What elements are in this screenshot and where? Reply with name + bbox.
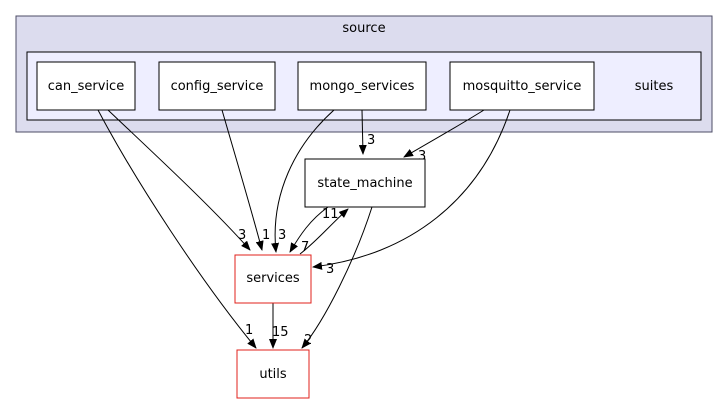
edge-services-state_machine [299, 208, 349, 255]
edge-can_service-services [107, 109, 251, 251]
cluster-source-label: source [342, 21, 385, 36]
edge-label-services-utils[interactable]: 15 [272, 325, 289, 340]
edge-state_machine-utils [301, 206, 373, 349]
node-config_service-box [158, 61, 276, 111]
node-services-box [234, 254, 312, 304]
node-can_service[interactable]: can_service [36, 61, 136, 111]
node-config_service[interactable]: config_service [158, 61, 276, 111]
edge-mongo_services-state_machine [358, 109, 367, 155]
node-mongo_services[interactable]: mongo_services [297, 61, 427, 111]
node-mosquitto_service-label: mosquitto_service [463, 79, 582, 94]
edge-label-services-state_machine[interactable]: 11 [322, 207, 339, 222]
node-services-label: services [246, 271, 300, 286]
edge-label-config_service-services[interactable]: 1 [262, 228, 270, 243]
edge-label-state_machine-services[interactable]: 7 [301, 240, 309, 255]
edge-mosquitto_service-services [312, 109, 511, 270]
edge-label-can_service-services[interactable]: 3 [238, 228, 246, 243]
edge-label-mosquitto_service-services[interactable]: 3 [326, 262, 334, 277]
node-mongo_services-box [297, 61, 427, 111]
node-services[interactable]: services [234, 254, 312, 304]
edge-label-mongo_services-state_machine[interactable]: 3 [367, 133, 375, 148]
edge-label-mongo_services-services[interactable]: 3 [278, 228, 286, 243]
node-state_machine-label: state_machine [317, 176, 412, 191]
edge-state_machine-services [289, 206, 329, 253]
node-can_service-label: can_service [48, 79, 124, 94]
edge-can_service-utils [97, 109, 257, 349]
cluster-suites-label: suites [635, 79, 674, 94]
edge-label-mosquitto_service-state_machine[interactable]: 3 [418, 149, 426, 164]
edges [97, 109, 511, 349]
node-state_machine[interactable]: state_machine [304, 158, 426, 208]
node-mosquitto_service[interactable]: mosquitto_service [449, 61, 595, 111]
edge-mongo_services-services [271, 109, 335, 253]
node-config_service-label: config_service [171, 79, 264, 94]
node-state_machine-box [304, 158, 426, 208]
edge-label-state_machine-utils[interactable]: 2 [304, 333, 312, 348]
edge-labels: 3 1 1 3 3 3 3 7 11 2 15 [238, 133, 426, 348]
node-utils-box [236, 349, 310, 399]
node-mosquitto_service-box [449, 61, 595, 111]
edge-config_service-services [221, 109, 264, 251]
node-can_service-box [36, 61, 136, 111]
edge-label-can_service-utils[interactable]: 1 [245, 323, 253, 338]
node-mongo_services-label: mongo_services [310, 79, 415, 94]
edge-mosquitto_service-state_machine [403, 109, 485, 158]
node-utils-label: utils [259, 367, 287, 382]
node-utils[interactable]: utils [236, 349, 310, 399]
